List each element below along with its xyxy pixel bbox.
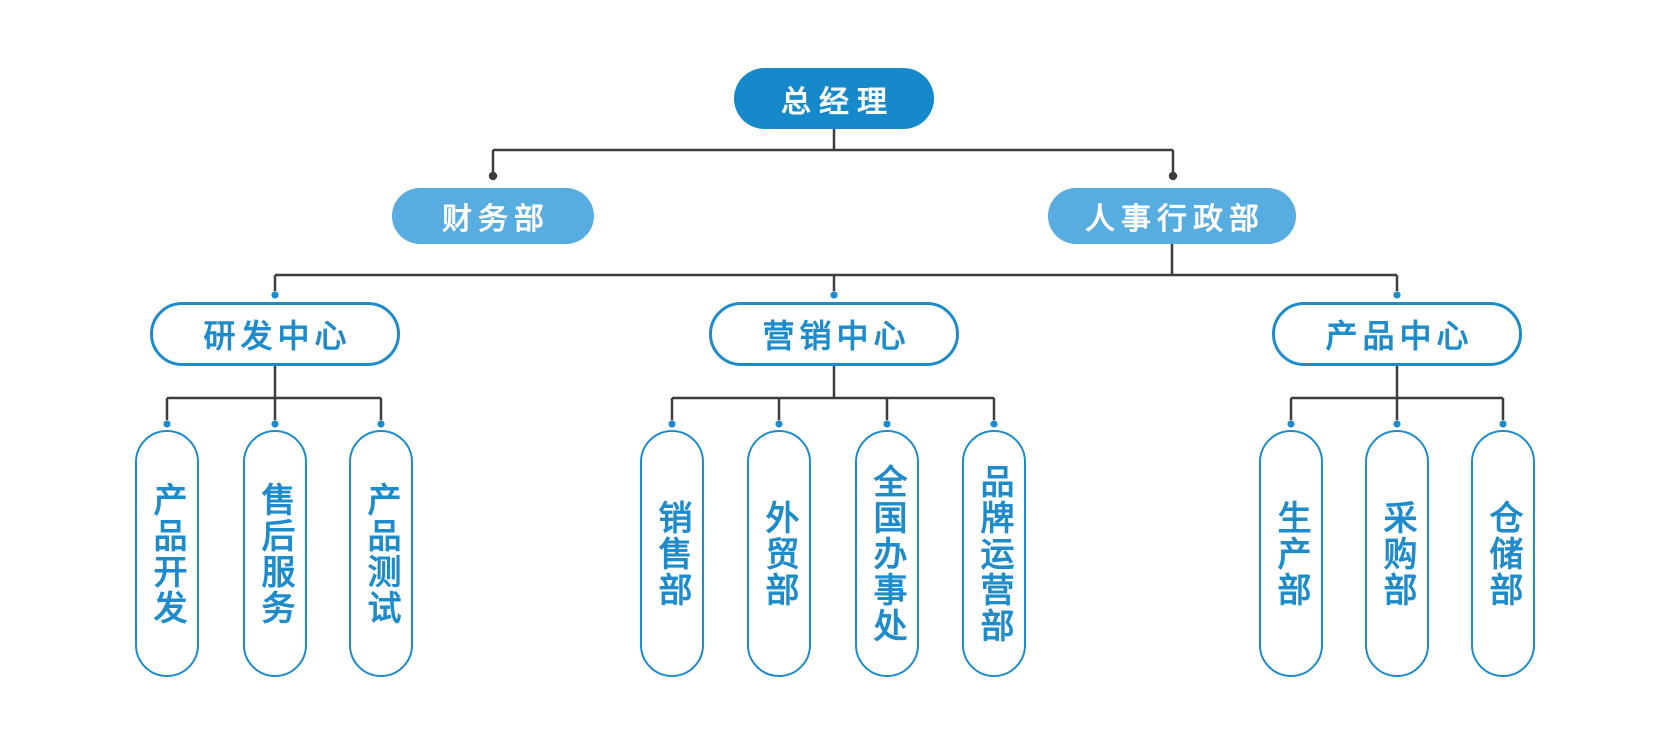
node-sales-dept: 销售部 (640, 430, 704, 677)
connector-dot-product-development (163, 420, 171, 428)
node-marketing-center: 营销中心 (709, 302, 959, 366)
node-foreign-trade-dept-label: 外贸部 (759, 499, 799, 608)
connector-dot-sales-dept (668, 420, 676, 428)
node-foreign-trade-dept: 外贸部 (747, 430, 811, 677)
node-product-development-label: 产品开发 (147, 481, 187, 626)
node-product-testing-label: 产品测试 (361, 481, 401, 626)
node-rd-center: 研发中心 (150, 302, 400, 366)
node-purchasing-dept: 采购部 (1365, 430, 1429, 677)
connector-marketing-to-children (670, 366, 996, 420)
connector-dot-marketing-center (830, 291, 838, 299)
node-after-sales-service-label: 售后服务 (255, 481, 295, 626)
connector-dot-foreign-trade-dept (775, 420, 783, 428)
connector-dot-after-sales-service (271, 420, 279, 428)
connector-dot-national-offices (883, 420, 891, 428)
connector-dot-production-dept (1287, 420, 1295, 428)
node-general-manager: 总经理 (734, 68, 934, 129)
node-general-manager-label: 总经理 (781, 84, 895, 120)
node-production-dept-label: 生产部 (1271, 499, 1311, 608)
node-after-sales-service: 售后服务 (243, 430, 307, 677)
connector-dot-product-testing (377, 420, 385, 428)
connector-dot-purchasing-dept (1393, 420, 1401, 428)
connector-dot-brand-operations (990, 420, 998, 428)
node-finance-dept: 财务部 (392, 188, 594, 244)
connector-dot-warehouse-dept (1499, 420, 1507, 428)
node-warehouse-dept: 仓储部 (1471, 430, 1535, 677)
connector-dot-rd-center (271, 291, 279, 299)
node-rd-center-label: 研发中心 (203, 317, 352, 355)
node-marketing-center-label: 营销中心 (762, 317, 911, 355)
node-sales-dept-label: 销售部 (652, 499, 692, 608)
node-product-testing: 产品测试 (349, 430, 413, 677)
connector-hr-to-centers (273, 244, 1399, 291)
connector-root-to-level2 (491, 129, 1175, 172)
node-finance-dept-label: 财务部 (442, 202, 550, 237)
node-product-development: 产品开发 (135, 430, 199, 677)
node-hr-admin-dept: 人事行政部 (1048, 188, 1296, 244)
connector-product-to-children (1289, 366, 1505, 420)
node-brand-operations-dept: 品牌运营部 (962, 430, 1026, 677)
connector-dot-finance (488, 171, 498, 181)
connector-dot-product-center (1393, 291, 1401, 299)
connector-rd-to-children (165, 366, 383, 420)
node-product-center: 产品中心 (1272, 302, 1522, 366)
node-national-offices: 全国办事处 (855, 430, 919, 677)
node-warehouse-dept-label: 仓储部 (1483, 499, 1523, 608)
connector-dot-hr-admin (1168, 171, 1178, 181)
node-product-center-label: 产品中心 (1325, 317, 1474, 355)
node-brand-operations-dept-label: 品牌运营部 (974, 463, 1014, 644)
node-hr-admin-dept-label: 人事行政部 (1085, 202, 1265, 237)
node-purchasing-dept-label: 采购部 (1377, 499, 1417, 608)
node-national-offices-label: 全国办事处 (867, 463, 907, 644)
node-production-dept: 生产部 (1259, 430, 1323, 677)
